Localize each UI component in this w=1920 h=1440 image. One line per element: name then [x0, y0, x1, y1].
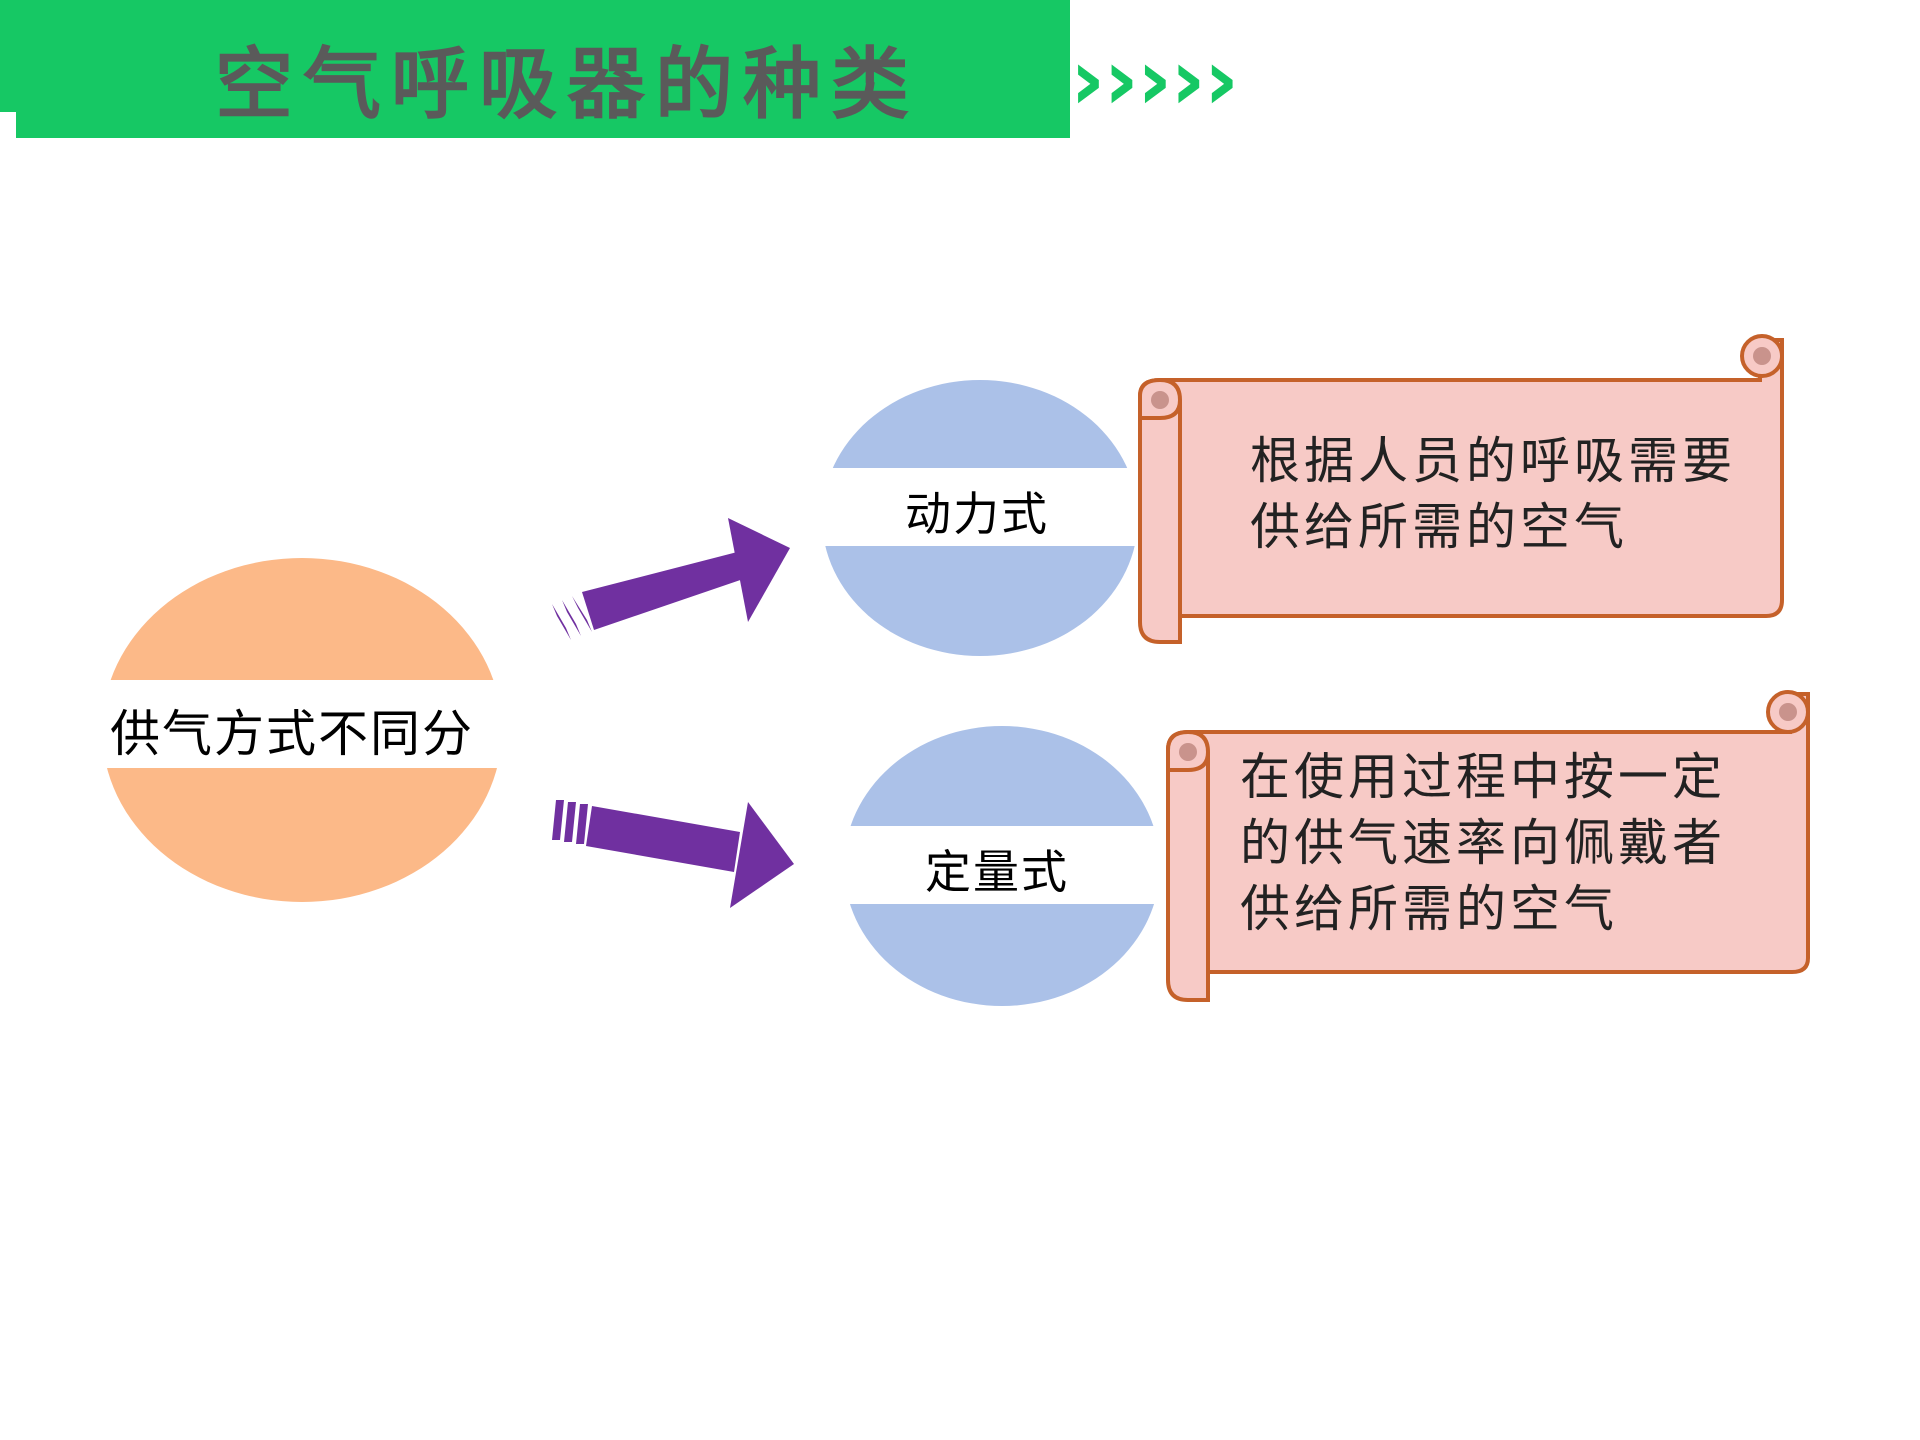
arrow-to-branch-1 — [552, 518, 790, 640]
branch-circle-2 — [842, 726, 1160, 1006]
branch-label-1: 动力式 — [905, 487, 1049, 541]
title-bar-underlay — [16, 112, 1070, 138]
branch-description-1: 根据人员的呼吸需要 供给所需的空气 — [1250, 432, 1736, 556]
branch-label-2: 定量式 — [925, 845, 1069, 899]
center-circle — [100, 558, 504, 902]
chevron-decoration-icon: ››››› — [1070, 30, 1239, 130]
branch-description-2: 在使用过程中按一定 的供气速率向佩戴者 供给所需的空气 — [1240, 748, 1726, 938]
branch-circle-1 — [820, 380, 1138, 656]
scroll-banner-2 — [1166, 690, 1810, 1002]
page-title: 空气呼吸器的种类 — [215, 39, 920, 130]
arrow-to-branch-2 — [552, 800, 794, 908]
scroll-banner-1 — [1138, 334, 1784, 644]
center-label: 供气方式不同分 — [110, 705, 474, 763]
title-bar — [0, 0, 1070, 112]
